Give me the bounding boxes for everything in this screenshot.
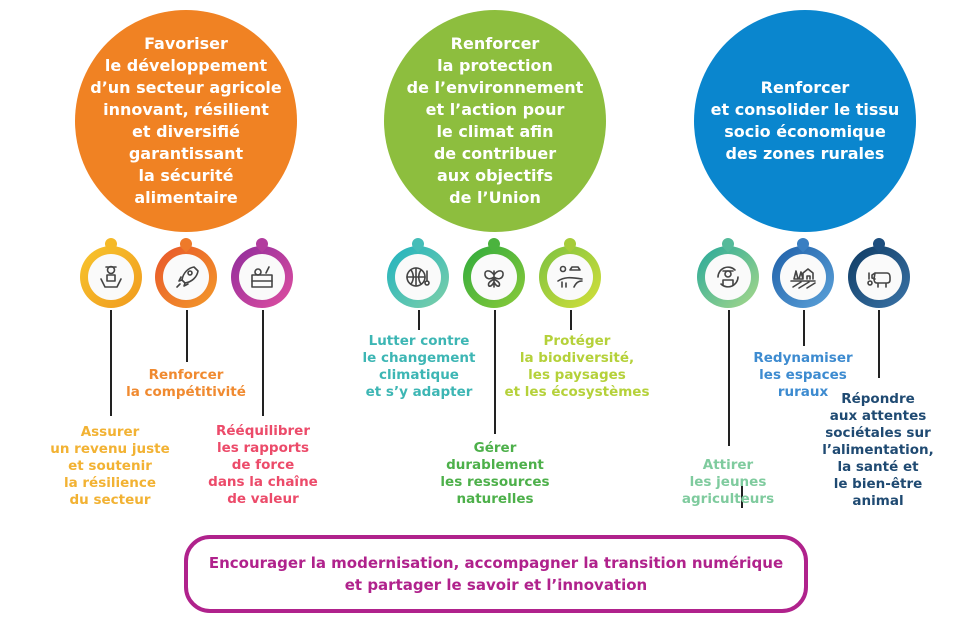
sub-objective-label: Attirer les jeunes agriculteurs — [681, 457, 775, 507]
cross-cutting-text: Encourager la modernisation, accompagner… — [208, 554, 784, 594]
objective-circle-agriculture: Favoriser le développement d’un secteur … — [75, 10, 297, 232]
connector-line — [262, 310, 264, 416]
landscape-icon — [539, 235, 601, 308]
young-farmer-cycle-icon — [697, 235, 759, 308]
connector-line — [728, 310, 730, 446]
sub-objective-label: Rééquilibrer les rapports de force dans … — [208, 423, 318, 507]
farmer-hands-icon — [80, 235, 142, 308]
objective-text: Favoriser le développement d’un secteur … — [90, 34, 282, 207]
rocket-icon — [155, 235, 217, 308]
connector-line — [878, 310, 880, 378]
sub-objective-label: Gérer durablement les ressources naturel… — [440, 440, 550, 507]
sub-objective-label: Répondre aux attentes sociétales sur l’a… — [822, 391, 934, 509]
butterfly-leaf-icon — [463, 235, 525, 308]
connector-line — [741, 486, 743, 508]
sub-objective-label: Assurer un revenu juste et soutenir la r… — [50, 424, 170, 508]
livestock-icon — [848, 235, 910, 308]
rural-village-icon — [772, 235, 834, 308]
objective-text: Renforcer la protection de l’environneme… — [406, 34, 584, 207]
connector-line — [418, 310, 420, 330]
connector-line — [494, 310, 496, 434]
objective-text: Renforcer et consolider le tissu socio é… — [710, 78, 900, 163]
sub-objective-label: Lutter contre le changement climatique e… — [362, 333, 476, 400]
sub-objective-label: Redynamiser les espaces ruraux — [753, 350, 853, 400]
objective-circle-environment: Renforcer la protection de l’environneme… — [384, 10, 606, 232]
sub-objective-label: Protéger la biodiversité, les paysages e… — [504, 333, 650, 400]
produce-crate-icon — [231, 235, 293, 308]
connector-line — [570, 310, 572, 330]
connector-line — [803, 310, 805, 346]
connector-line — [110, 310, 112, 416]
cross-cutting-objective-box: Encourager la modernisation, accompagner… — [184, 535, 808, 613]
globe-thermometer-icon — [387, 235, 449, 308]
connector-line — [186, 310, 188, 362]
sub-objective-label: Renforcer la compétitivité — [126, 367, 246, 400]
objective-circle-rural: Renforcer et consolider le tissu socio é… — [694, 10, 916, 232]
